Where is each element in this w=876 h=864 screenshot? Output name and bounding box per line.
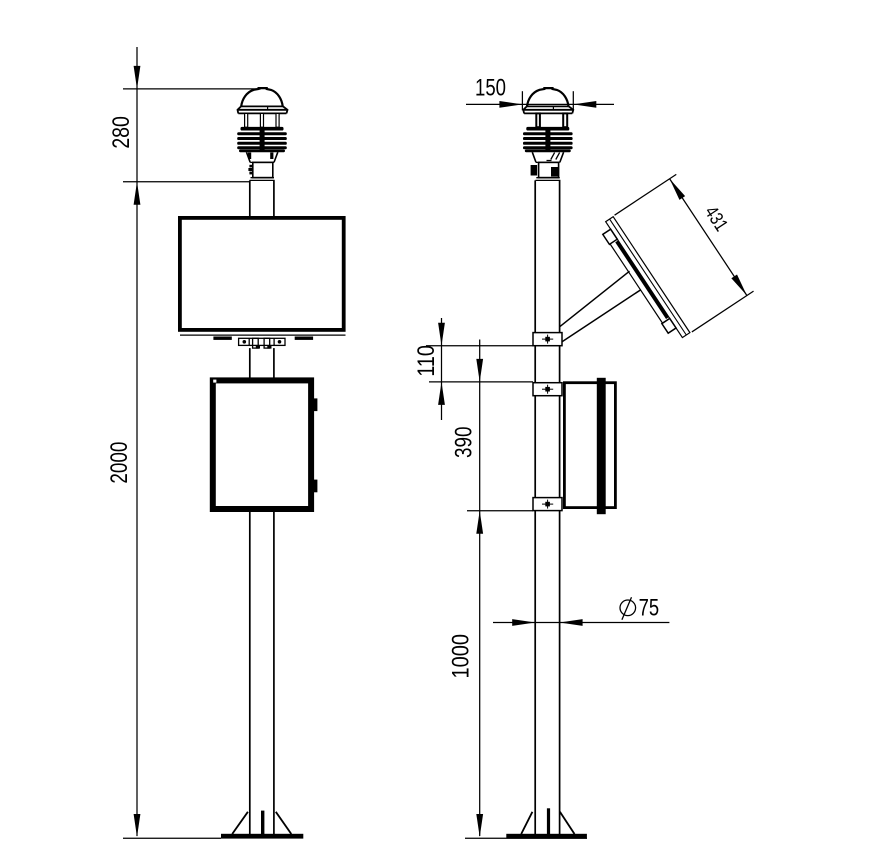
svg-text:390: 390: [451, 426, 478, 458]
svg-text:280: 280: [108, 116, 135, 149]
svg-text:110: 110: [413, 345, 440, 377]
svg-text:150: 150: [475, 75, 506, 102]
svg-text:1000: 1000: [448, 634, 475, 679]
svg-text:2000: 2000: [106, 442, 133, 484]
svg-text:75: 75: [639, 594, 660, 621]
